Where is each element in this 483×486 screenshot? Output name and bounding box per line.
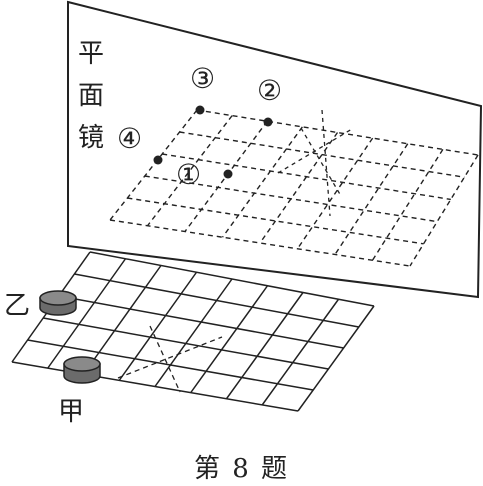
piece-yi-label: 乙	[4, 291, 30, 321]
position-label-2: ②	[257, 74, 282, 107]
position-point-2	[263, 117, 273, 127]
mirror-label-char-2: 面	[78, 81, 104, 111]
virtual-grid-row-line	[127, 197, 424, 245]
floor-grid-col-line	[190, 285, 269, 394]
floor-grid-col-line	[297, 305, 375, 412]
piece-jia	[63, 356, 101, 384]
virtual-image-grid	[109, 109, 479, 267]
position-label-3: ③	[190, 62, 215, 95]
virtual-grid-row-line	[162, 153, 451, 201]
virtual-grid-col-line	[409, 154, 479, 267]
virtual-grid-col-line	[334, 143, 409, 255]
virtual-image-diagonals	[277, 109, 353, 217]
floor-grid-col-line	[47, 258, 127, 369]
floor-grid-col-line	[261, 298, 340, 406]
piece-yi	[39, 290, 77, 316]
piece-jia-label: 甲	[58, 397, 84, 427]
position-label-1: ①	[176, 158, 201, 191]
figure-caption: 第 8 题	[193, 454, 290, 484]
virtual-grid-col-line	[184, 120, 268, 232]
plane-mirror	[67, 0, 483, 299]
mirror-label-char-3: 镜	[78, 123, 104, 153]
virtual-grid-row-line	[179, 131, 465, 178]
virtual-grid-row-line	[144, 175, 438, 223]
position-point-4	[153, 155, 163, 165]
floor-diagonals	[117, 325, 223, 393]
virtual-grid-col-line	[371, 148, 444, 261]
virtual-grid-row-line	[196, 109, 479, 156]
floor-grid-col-line	[154, 278, 233, 387]
floor-grid	[11, 251, 375, 412]
virtual-grid-col-line	[221, 126, 303, 238]
position-point-3	[195, 105, 205, 115]
floor-grid-col-line	[82, 265, 162, 375]
floor-grid-col-line	[225, 292, 304, 400]
virtual-grid-row-line	[109, 219, 411, 267]
position-point-1	[223, 169, 233, 179]
mirror-label-char-1: 平	[78, 39, 104, 69]
floor-grid-col-line	[118, 271, 198, 381]
virtual-grid-col-line	[296, 137, 374, 250]
position-label-4: ④	[117, 122, 142, 155]
